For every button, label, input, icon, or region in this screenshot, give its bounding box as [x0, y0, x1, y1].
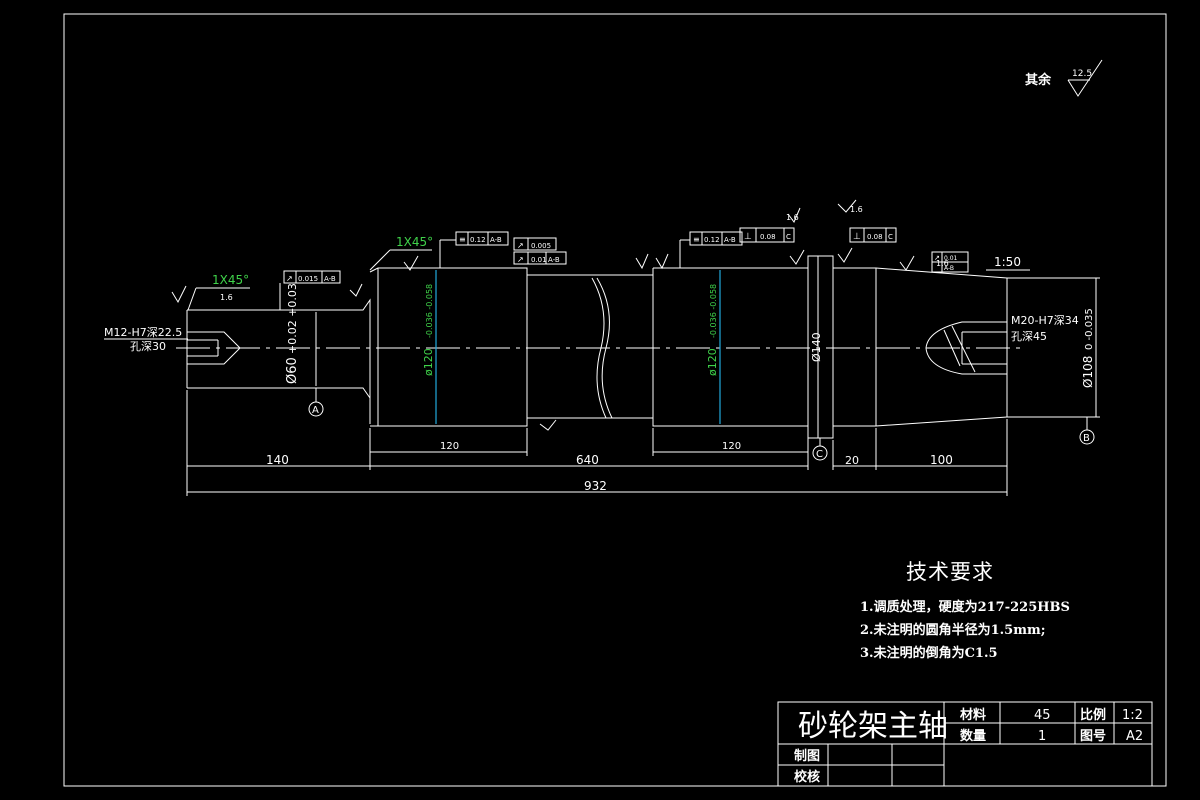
dim-120a: 120: [440, 441, 459, 452]
drawn-label: 制图: [794, 748, 820, 764]
tf4-val: 0.01: [531, 256, 547, 264]
dia120a-tol: -0.036 -0.058: [425, 284, 434, 338]
tf2-sym: ≡: [459, 235, 466, 244]
tf6-sym: ⊥: [744, 232, 752, 242]
tolerance-frames: [279, 227, 969, 310]
dia140-label: Ø140: [810, 332, 823, 362]
checked-label: 校核: [794, 769, 820, 785]
tf1-val: 0.015: [298, 275, 318, 283]
surface-roughness-symbol: [1067, 59, 1103, 97]
material-value: 45: [1034, 708, 1051, 723]
dim-932: 932: [584, 479, 607, 493]
surface-note-value: 12.5: [1072, 69, 1092, 79]
right-thread-label: M20-H7深34: [1011, 314, 1079, 327]
tf2-val: 0.12: [470, 236, 486, 244]
tf3-sym: ↗: [517, 241, 524, 250]
tf7-sym: ⊥: [853, 232, 861, 242]
dia120b-tol: -0.036 -0.058: [709, 284, 718, 338]
dia108-label: Ø108: [1081, 356, 1095, 388]
right-hole-label: 孔深45: [1011, 330, 1047, 343]
roughness-marks: [171, 199, 915, 431]
shaft-outline: [186, 255, 1008, 439]
dwg-value: A2: [1126, 729, 1143, 744]
tf8-ref: A-B: [944, 265, 954, 272]
scale-value: 1:2: [1122, 708, 1143, 723]
ra-b: 1.6: [786, 213, 799, 222]
qty-label: 数量: [960, 728, 986, 744]
dia60-tol: +0.02 +0.03: [286, 283, 299, 354]
scale-label: 比例: [1080, 707, 1106, 723]
tech-title: 技术要求: [906, 560, 994, 584]
datum-c-circle: [812, 445, 828, 461]
tf5-sym: ≡: [693, 235, 700, 244]
ra-a: 1.6: [220, 293, 233, 302]
taper-label: 1:50: [994, 255, 1021, 269]
tf6-val: 0.08: [760, 233, 776, 241]
tech-item-2: 2.未注明的圆角半径为1.5mm;: [860, 623, 1046, 638]
left-hole-label: 孔深30: [130, 340, 166, 353]
tf6-ref: C: [786, 233, 791, 241]
tf8-sym: ↗: [934, 254, 940, 262]
title-block: [777, 701, 1153, 787]
dimension-lines: [186, 390, 1008, 496]
datum-b-circle: [1079, 429, 1095, 445]
dim-20: 20: [845, 454, 859, 467]
dim-120b: 120: [722, 441, 741, 452]
tf2-ref: A-B: [490, 236, 502, 244]
tf4-sym: ↗: [517, 255, 524, 264]
datum-c: C: [816, 449, 823, 460]
technical-requirements: 技术要求 1.调质处理，硬度为217-225HBS 2.未注明的圆角半径为1.5…: [860, 556, 1120, 665]
tf8-val: 0.01: [944, 255, 958, 262]
surface-note-label: 其余: [1025, 72, 1052, 88]
material-label: 材料: [960, 707, 986, 723]
dia108-tol: 0 -0.035: [1084, 308, 1095, 350]
tf1-sym: ↗: [286, 274, 293, 283]
tf7-val: 0.08: [867, 233, 883, 241]
chamfer-mid: 1X45°: [396, 235, 433, 249]
drawing-border: [63, 13, 1167, 787]
dia120b-label: ø120: [706, 348, 719, 376]
chamfer-left: 1X45°: [212, 273, 249, 287]
tf5-val: 0.12: [704, 236, 720, 244]
tech-item-1: 1.调质处理，硬度为217-225HBS: [860, 600, 1070, 615]
dia120a-label: ø120: [422, 348, 435, 376]
ra-c: 1.6: [850, 205, 863, 214]
datum-b: B: [1083, 433, 1090, 444]
dwg-label: 图号: [1080, 729, 1106, 744]
tf7-ref: C: [888, 233, 893, 241]
tech-item-3: 3.未注明的倒角为C1.5: [860, 646, 998, 661]
qty-value: 1: [1038, 729, 1046, 744]
part-name: 砂轮架主轴: [798, 709, 948, 744]
tf3-val: 0.005: [531, 242, 551, 250]
tf1-ref: A-B: [324, 275, 336, 283]
dim-100: 100: [930, 453, 953, 467]
datum-a: A: [312, 405, 319, 416]
dim-140: 140: [266, 453, 289, 467]
left-thread-label: M12-H7深22.5: [104, 326, 182, 339]
dia60-label: Ø60: [285, 357, 300, 384]
dim-640: 640: [576, 453, 599, 467]
tf4-ref: A-B: [548, 256, 560, 264]
tf5-ref: A-B: [724, 236, 736, 244]
datum-a-circle: [308, 401, 324, 417]
